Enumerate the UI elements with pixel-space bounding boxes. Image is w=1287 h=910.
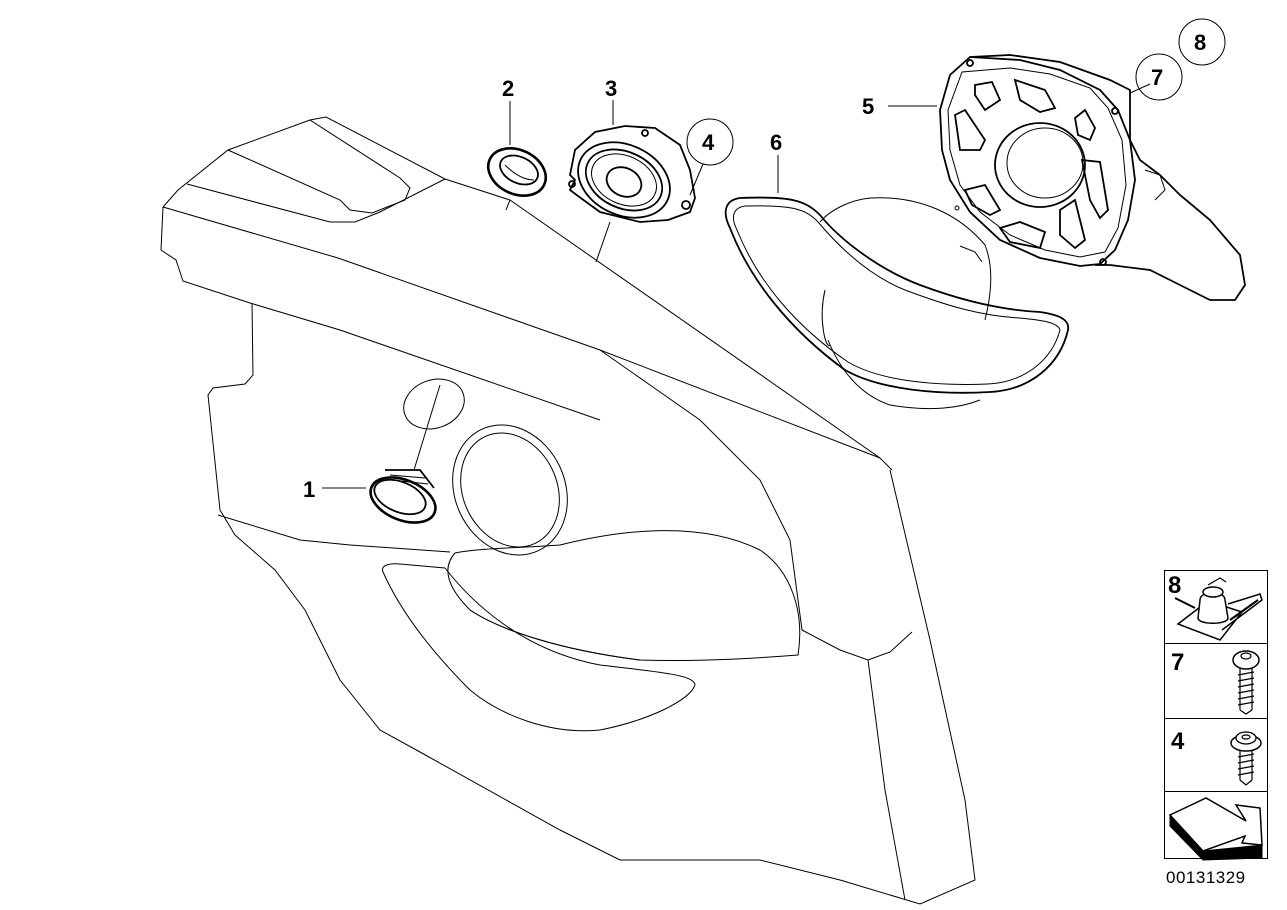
callout-1: 1 [303, 477, 315, 502]
legend-row-7: 7 [1171, 649, 1260, 715]
callout-4: 4 [702, 130, 715, 155]
callout-7: 7 [1151, 65, 1163, 90]
hardware-legend: 8 7 4 [1164, 570, 1268, 861]
document-number: 00131329 [1166, 868, 1246, 887]
legend-label-8: 8 [1168, 572, 1181, 599]
callout-3: 3 [605, 76, 617, 101]
legend-label-7: 7 [1171, 649, 1184, 676]
callout-6: 6 [770, 130, 782, 155]
callout-7-circle [1135, 53, 1183, 101]
callout-8: 8 [1194, 30, 1206, 55]
callout-5: 5 [862, 94, 874, 119]
part-5-woofer [888, 54, 1246, 301]
legend-row-4: 4 [1171, 728, 1262, 786]
part-6-speaker-enclosure [724, 155, 1070, 410]
flange-screw-icon [1230, 731, 1262, 786]
legend-label-4: 4 [1171, 728, 1185, 755]
callout-4-circle [686, 118, 734, 166]
callouts: 1 2 3 4 5 6 7 8 [303, 18, 1226, 502]
part-2-grommet [486, 101, 548, 211]
part-1-grommet [322, 384, 441, 524]
legend-row-8: 8 [1168, 572, 1263, 641]
part-3-speaker [568, 100, 696, 263]
door-trim-panel [160, 116, 976, 905]
screw-icon [1232, 650, 1260, 715]
callout-2: 2 [502, 76, 514, 101]
callout-8-circle [1178, 18, 1226, 66]
legend-row-arrow [1168, 797, 1263, 861]
direction-arrow-icon [1168, 797, 1263, 861]
clip-nut-icon [1174, 577, 1263, 641]
